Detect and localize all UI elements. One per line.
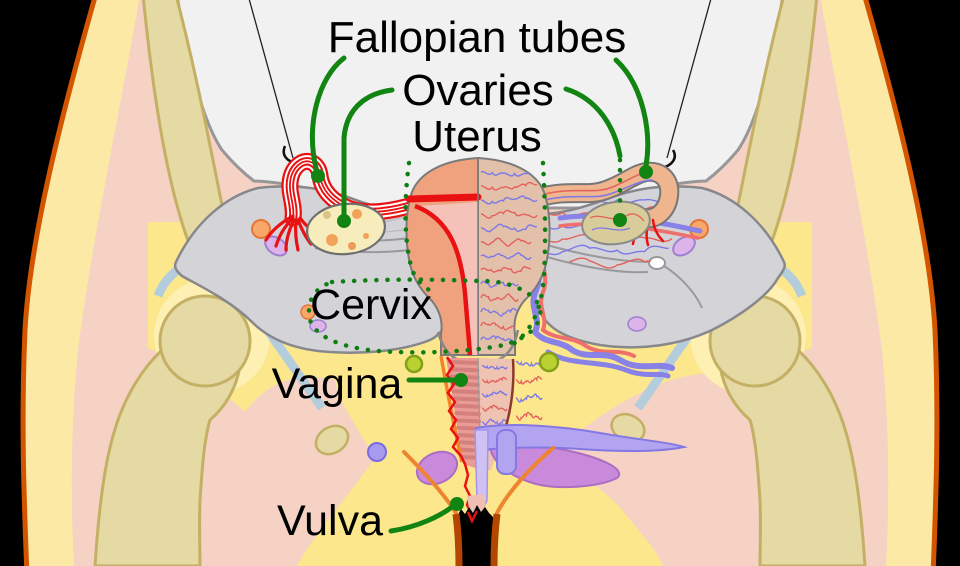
pointer-dot-ovary-left: [337, 214, 351, 228]
label-uterus: Uterus: [412, 112, 542, 161]
pointer-dot-fallopian-right: [639, 165, 653, 179]
abdominal-wall-line-right: [666, 0, 712, 159]
inner-leg-line-right: [490, 513, 501, 566]
pointer-fallopian-left: [310, 55, 347, 171]
pointer-dot-vagina: [454, 373, 468, 387]
paravaginal-vessels: [515, 360, 543, 421]
cervix-outline: [306, 277, 543, 355]
between-legs-gap: [457, 505, 497, 566]
label-ovaries: Ovaries: [402, 66, 554, 115]
vulva-red-tip: [466, 510, 479, 524]
lymph-node-right: [538, 351, 560, 373]
clitoral-crus: [474, 424, 688, 453]
pointer-dot-ovary-right: [613, 213, 627, 227]
pointer-fallopian-right: [613, 57, 651, 169]
abdominal-wall-line-left: [248, 0, 294, 159]
uterus-outline-right: [509, 160, 548, 348]
perineum-area: [402, 446, 555, 566]
uterine-cavity: [420, 202, 478, 355]
pointer-vulva: [388, 504, 455, 534]
vessel-node-purple: [367, 442, 387, 462]
pointer-ovary-right-solid: [563, 86, 623, 159]
lymph-node-left: [404, 354, 424, 374]
groin-crease-right: [495, 446, 555, 515]
pointer-dot-vulva: [450, 497, 464, 511]
pointer-dot-fallopian-left: [311, 169, 325, 183]
label-vulva: Vulva: [277, 497, 383, 545]
label-fallopian-tubes: Fallopian tubes: [328, 13, 626, 62]
region-outlines: [306, 160, 548, 355]
inner-leg-line-left: [452, 513, 463, 566]
clitoral-body: [496, 429, 517, 475]
label-vagina: Vagina: [272, 360, 403, 408]
endometrium-top: [405, 193, 482, 203]
pointer-lines: [310, 55, 653, 534]
vagina: [439, 355, 515, 515]
pointer-ovary-left: [341, 87, 395, 217]
label-cervix: Cervix: [310, 281, 432, 329]
endometrium-curve: [414, 203, 473, 356]
uterus-outline-left: [403, 160, 434, 294]
round-ligament-capsule: [648, 256, 666, 270]
